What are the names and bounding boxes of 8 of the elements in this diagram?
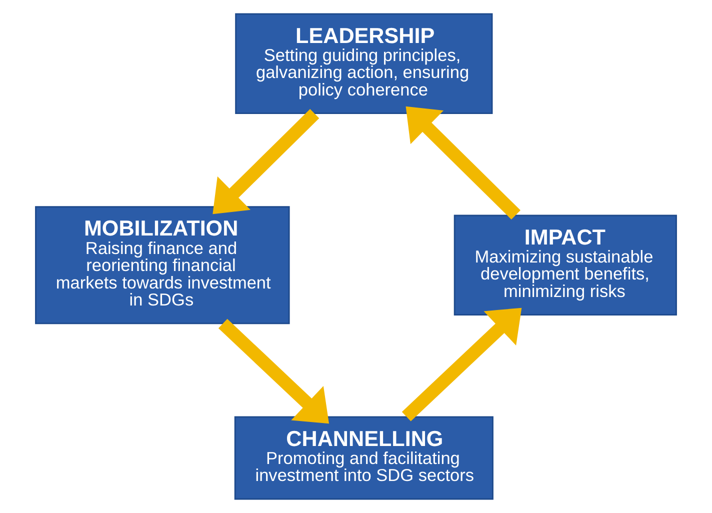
- arrow: [218, 318, 330, 424]
- arrow: [406, 106, 520, 220]
- arrow: [402, 308, 522, 422]
- node-box: IMPACT Maximizing sustainable development benefits, minimizing risks: [454, 214, 677, 316]
- node-box: MOBILIZATION Raising finance and reorienting financial markets towards investment in SDGs: [35, 206, 290, 324]
- node-box: CHANNELLING Promoting and facilitating investment into SDG sectors: [234, 416, 494, 500]
- node-box: LEADERSHIP Setting guiding principles, galvanizing action, ensuring policy coherence: [235, 13, 493, 114]
- arrow: [212, 109, 320, 214]
